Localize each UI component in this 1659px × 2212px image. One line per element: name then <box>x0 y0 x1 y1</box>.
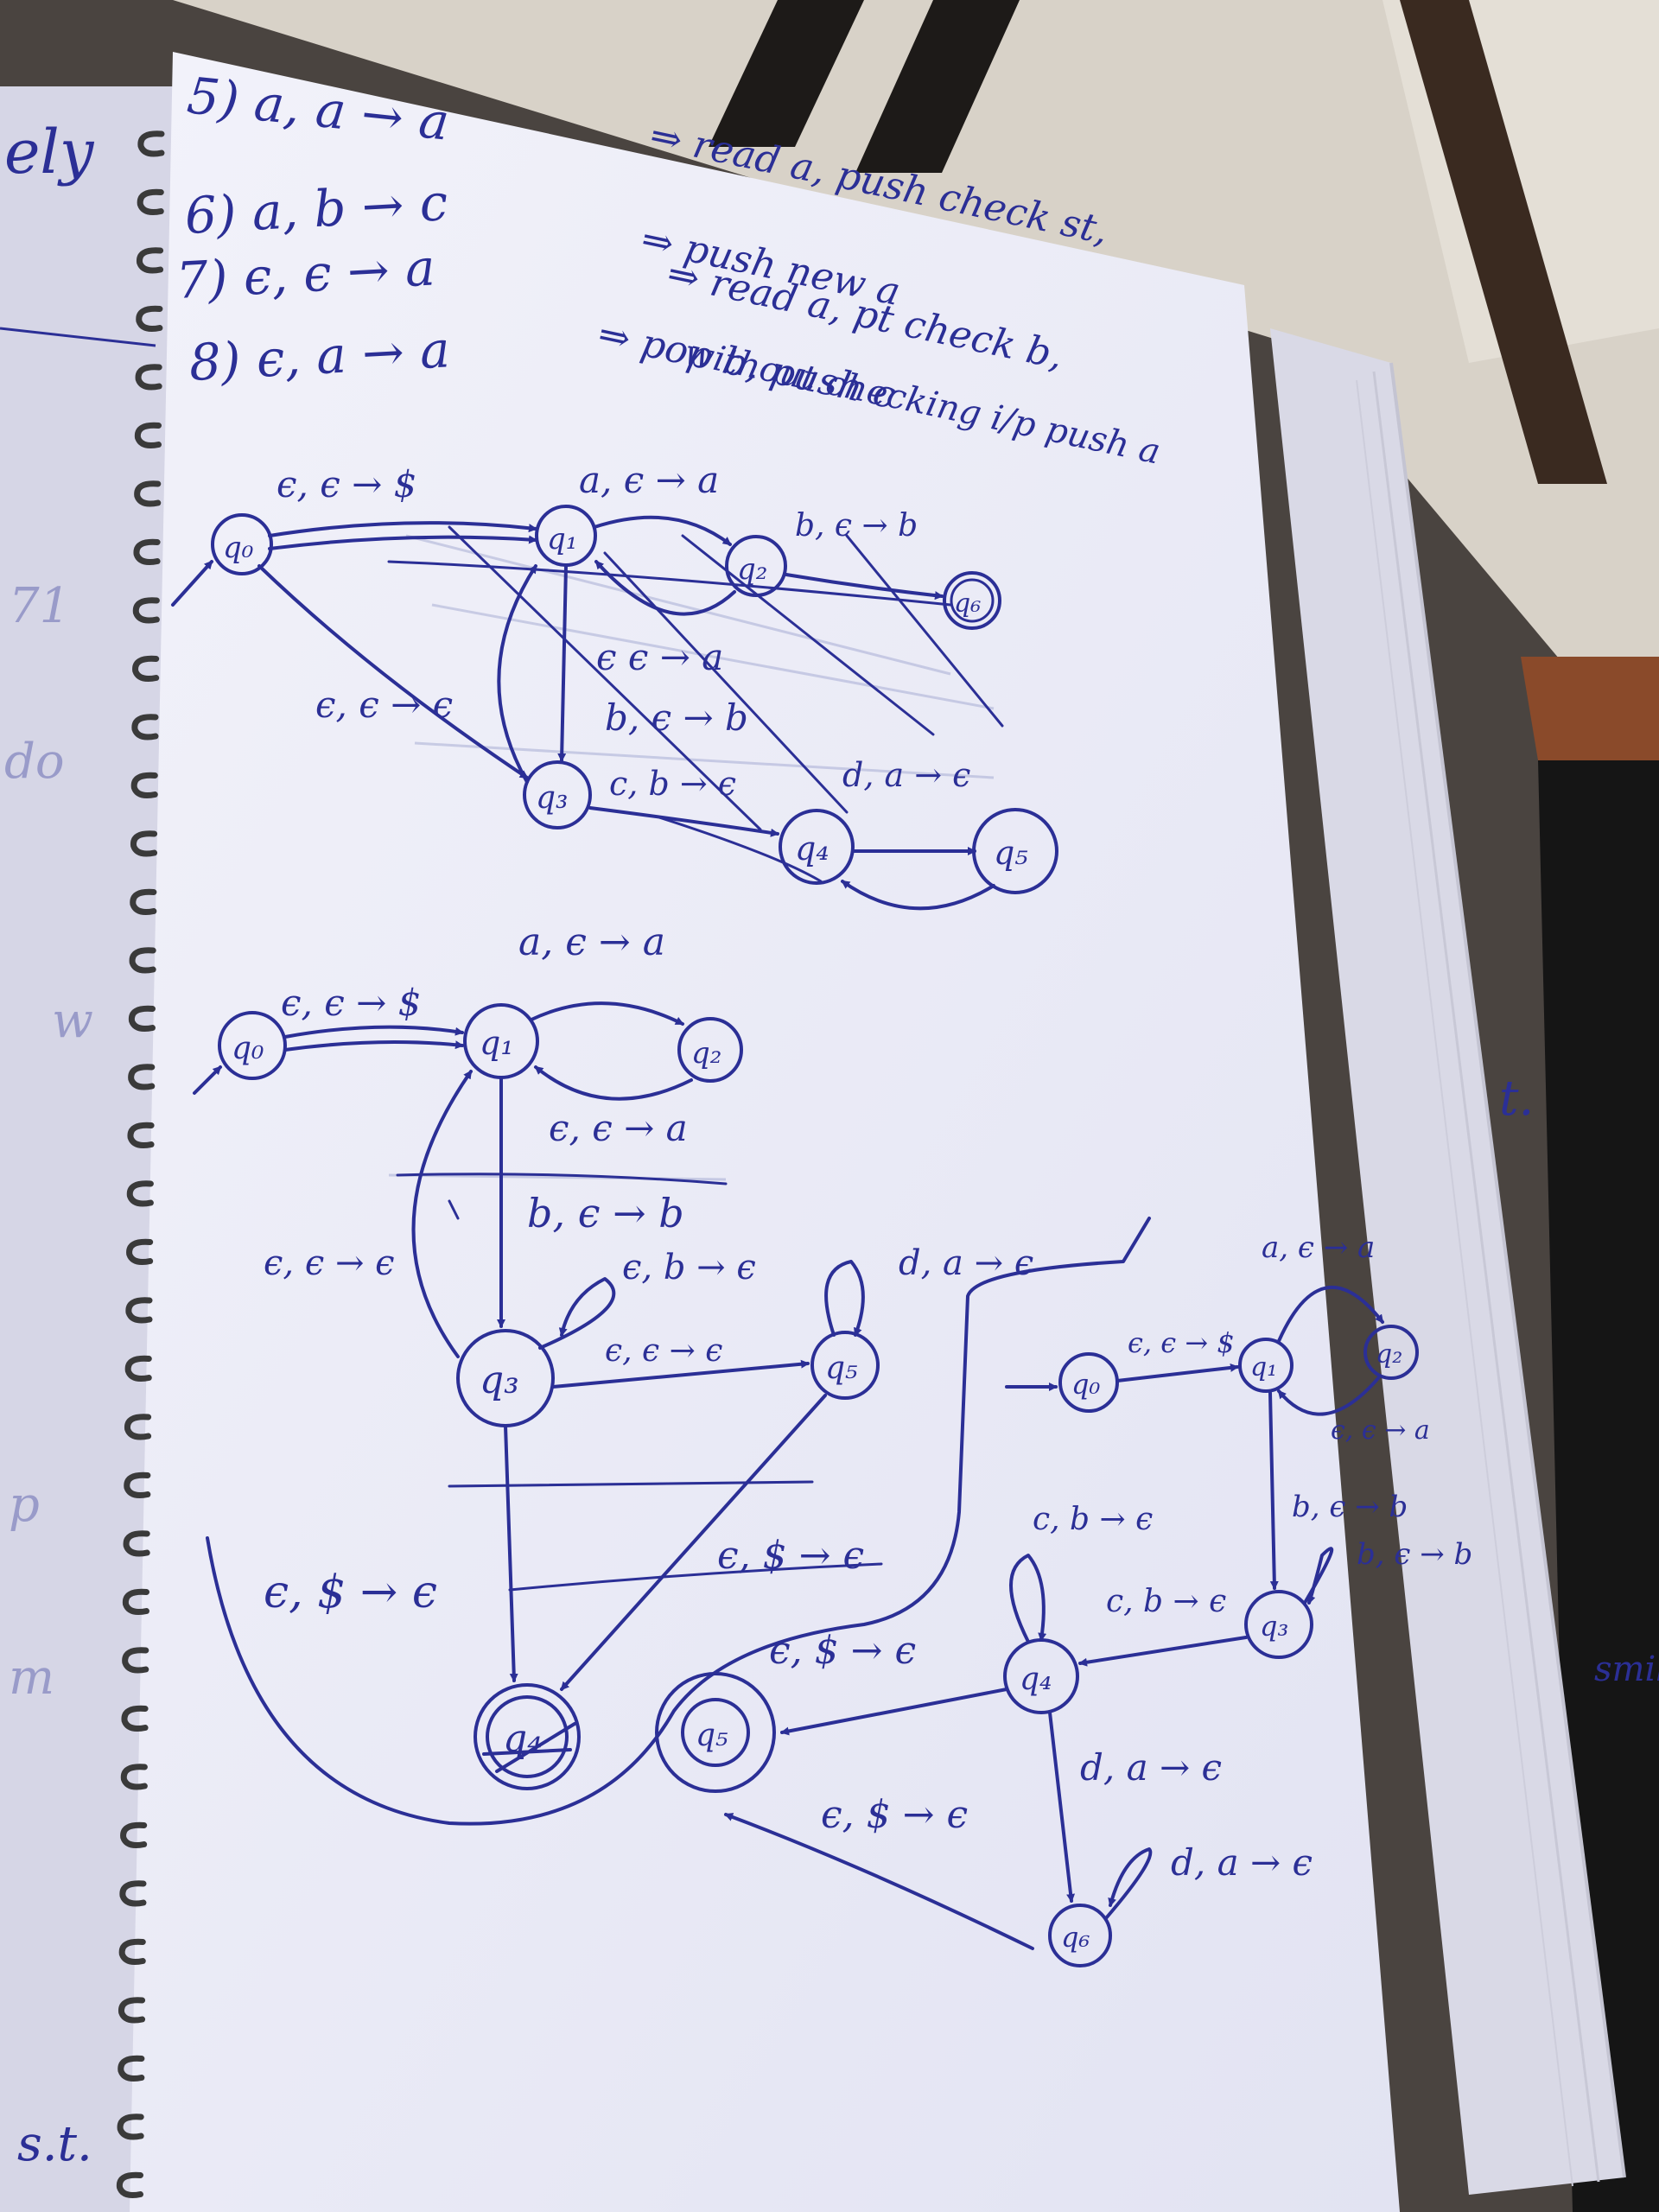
label-right-1: a, ϵ → a <box>1262 1230 1375 1265</box>
label-right-7: ϵ, $ → ϵ <box>769 1629 916 1673</box>
label-top-1: a, ϵ → a <box>579 459 719 501</box>
label-top-6: c, b → ϵ <box>609 765 736 803</box>
margin-right-0: t. <box>1499 1071 1534 1127</box>
state-label-q5-right: q₅ <box>696 1718 728 1753</box>
label-mid-6: d, a → ϵ <box>899 1243 1033 1283</box>
state-label-q2-right: q₂ <box>1376 1339 1402 1370</box>
margin-left-4: p <box>9 1477 40 1533</box>
state-label-q5-top: q₅ <box>994 834 1028 872</box>
label-top-7: d, a → ϵ <box>842 756 970 794</box>
label-right-6: c, b → ϵ <box>1106 1584 1226 1619</box>
state-label-q6-right: q₆ <box>1061 1921 1090 1954</box>
label-top-2: b, ϵ → b <box>795 508 918 543</box>
label-right-2: ϵ, ϵ → a <box>1331 1415 1430 1446</box>
margin-left-3: w <box>52 993 93 1049</box>
state-label-q3-right: q₃ <box>1260 1610 1288 1643</box>
label-mid-3: b, ϵ → b <box>527 1190 684 1236</box>
state-label-q1-mid: q₁ <box>480 1024 514 1062</box>
label-mid-2: ϵ, ϵ → a <box>549 1107 688 1149</box>
state-label-q5-mid: q₅ <box>825 1351 857 1386</box>
label-right-9: d, a → ϵ <box>1171 1841 1313 1884</box>
label-top-4: ϵ, ϵ → ϵ <box>315 683 453 726</box>
label-mid-1: a, ϵ → a <box>518 920 665 964</box>
label-mid-4: ϵ, ϵ → ϵ <box>264 1243 395 1283</box>
label-mid-7: ϵ, ϵ → ϵ <box>605 1333 722 1369</box>
margin-left-1: 71 <box>9 578 70 634</box>
label-top-3: ϵ ϵ → a <box>596 636 723 678</box>
state-label-q6-top: q₆ <box>954 588 981 619</box>
label-right-0: ϵ, ϵ → $ <box>1128 1326 1235 1359</box>
margin-left-2: do <box>4 734 65 790</box>
state-label-q0-mid: q₀ <box>232 1031 264 1066</box>
margin-left-6: s.t. <box>17 2116 92 2172</box>
label-right-4: b, ϵ → b <box>1357 1537 1472 1572</box>
label-top-0: ϵ, ϵ → $ <box>276 463 416 505</box>
margin-right-1: smil <box>1594 1649 1659 1689</box>
label-mid-9: ϵ, $ → ϵ <box>717 1534 864 1578</box>
state-label-q2-mid: q₂ <box>691 1036 721 1071</box>
label-mid-8: ϵ, $ → ϵ <box>264 1567 437 1618</box>
margin-left-0: ely <box>4 117 95 188</box>
label-right-3: b, ϵ → b <box>1292 1490 1408 1524</box>
label-mid-5: ϵ, b → ϵ <box>622 1248 756 1287</box>
label-right-8: d, a → ϵ <box>1080 1746 1222 1789</box>
state-label-q4-right: q₄ <box>1020 1662 1052 1697</box>
state-label-q3-mid: q₃ <box>480 1358 519 1402</box>
state-label-q1-right: q₁ <box>1250 1352 1277 1382</box>
margin-left-5: m <box>9 1649 54 1706</box>
state-label-q1-top: q₁ <box>547 522 577 556</box>
state-label-q0-right: q₀ <box>1071 1368 1100 1401</box>
label-mid-0: ϵ, ϵ → $ <box>281 982 421 1024</box>
label-top-5: b, ϵ → b <box>605 696 748 739</box>
label-right-10: ϵ, $ → ϵ <box>821 1793 968 1837</box>
state-label-q3-top: q₃ <box>536 780 568 816</box>
state-label-q0-top: q₀ <box>223 531 254 565</box>
state-label-q4-top: q₄ <box>795 830 830 868</box>
label-right-5: c, b → ϵ <box>1033 1502 1153 1537</box>
